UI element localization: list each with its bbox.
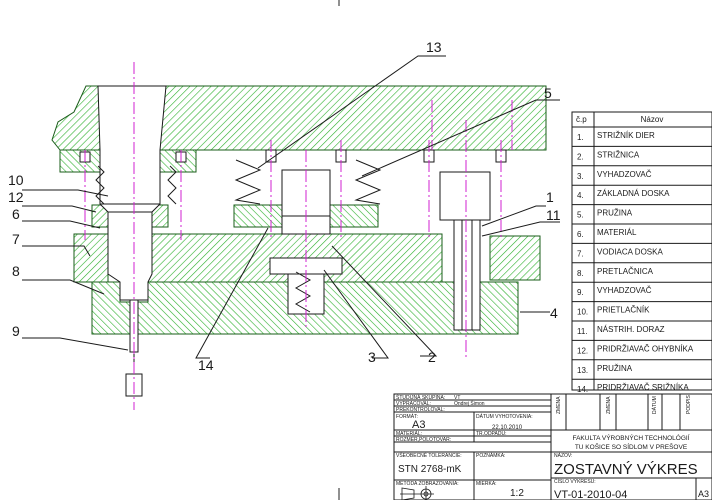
callout-10: 10 [8,172,24,188]
parts-table-row-name: VYHADZOVAČ [597,170,652,179]
faculty-line-1: FAKULTA VÝROBNÝCH TECHNOLÓGIÍ [572,433,689,442]
sheet-format: A3 [698,489,709,499]
svg-text:Ondrej Šimon: Ondrej Šimon [454,400,485,407]
parts-table-row-no: 2. [577,152,584,161]
svg-text:VŠEOBECNÉ TOLERANCIE:: VŠEOBECNÉ TOLERANCIE: [396,452,462,459]
date-value: 22.10.2010 [492,425,523,431]
callout-12: 12 [8,189,24,205]
parts-table-row-no: 12. [577,346,588,355]
parts-table-row-name: VYHADZOVAČ [597,286,652,295]
parts-table-header-name: Názov [641,115,664,124]
callout-9: 9 [12,323,20,339]
svg-text:ROZMER,POLOTOVAR:: ROZMER,POLOTOVAR: [396,437,451,443]
drawing-number: VT-01-2010-04 [554,489,627,500]
parts-table-row-name: STRIŽNICA [597,150,640,159]
svg-text:DÁTUM: DÁTUM [651,396,658,414]
tolerance-value: STN 2768-mK [398,464,462,475]
svg-text:FORMÁT:: FORMÁT: [396,413,418,420]
parts-table-row-no: 10. [577,308,588,317]
callout-7: 7 [12,231,20,247]
parts-table-row-no: 7. [577,249,584,258]
callout-4: 4 [550,305,558,321]
callout-13: 13 [426,39,442,55]
parts-table-row-name: VODIACA DOSKA [597,247,663,256]
parts-table-row-no: 4. [577,191,584,200]
callout-14: 14 [198,357,214,373]
callout-3: 3 [368,349,376,365]
parts-table-header-no: č.p [576,115,587,124]
callout-5: 5 [544,85,552,101]
callout-11: 11 [546,207,561,223]
callout-labels: 10 12 6 7 8 9 13 5 1 11 4 14 3 2 [8,39,561,373]
svg-text:VT: VT [454,395,460,401]
parts-table-row-no: 14. [577,385,588,394]
title-block: ŠTUDIJNÁ SKUPINA: VT VYPRACOVAL: Ondrej … [393,393,712,500]
parts-table: č.p Názov 1. STRIŽNÍK DIER 2. STRIŽNICA 3. VY… [571,111,712,394]
parts-table-row-name: PRIDRŽIAVAČ SRIŽNÍKA [597,383,689,392]
faculty-line-2: TU KOŠICE SO SÍDLOM V PREŠOVE [575,442,688,451]
parts-table-row-no: 5. [577,211,584,220]
svg-text:ZMENA: ZMENA [556,396,562,414]
drawing-title: ZOSTAVNÝ VÝKRES [554,461,698,478]
parts-table-row-no: 3. [577,172,584,181]
callout-6: 6 [12,206,20,222]
scale-value: 1:2 [510,488,524,499]
callout-2: 2 [428,349,436,365]
svg-text:PODPIS: PODPIS [686,394,692,414]
parts-table-row-no: 9. [577,288,584,297]
parts-table-row-no: 13. [577,366,588,375]
parts-table-row-no: 1. [577,133,584,142]
svg-text:NÁZOV:: NÁZOV: [554,452,572,459]
punch-shank-10 [97,85,167,301]
parts-table-row-no: 6. [577,230,584,239]
svg-text:TR.ODPADU:: TR.ODPADU: [476,431,506,437]
parts-table-row-name: STRIŽNÍK DIER [597,131,655,140]
callout-8: 8 [12,263,20,279]
svg-text:POZNÁMKA:: POZNÁMKA: [476,452,505,459]
format-value: A3 [412,419,425,431]
parts-table-row-name: NÁSTRIH. DORAZ [597,325,665,334]
svg-text:MATERIÁL:: MATERIÁL: [396,430,422,437]
parts-table-row-name: PRETLAČNICA [597,267,654,276]
parts-table-row-name: PRUŽINA [597,364,633,373]
svg-text:ČÍSLO VÝKRESU:: ČÍSLO VÝKRESU: [554,478,596,485]
svg-text:METÓDA ZOBRAZOVANIA:: METÓDA ZOBRAZOVANIA: [396,480,459,487]
leader-lines [22,55,560,359]
svg-text:MIERKA:: MIERKA: [476,481,497,487]
svg-text:PREKONTROLOVAL:: PREKONTROLOVAL: [396,407,445,413]
parts-table-row-name: PRUŽINA [597,209,633,218]
parts-table-row-name: PRIETLAČNÍK [597,306,650,315]
svg-text:VYPRACOVAL:: VYPRACOVAL: [396,401,431,407]
parts-table-row-name: MATERIÁL [597,228,637,237]
svg-text:ZMENA: ZMENA [606,396,612,414]
callout-1: 1 [546,189,554,205]
parts-table-row-no: 8. [577,269,584,278]
parts-table-row-no: 11. [577,327,588,336]
svg-text:DÁTUM VYHOTOVENIA:: DÁTUM VYHOTOVENIA: [476,413,533,420]
springs [95,159,382,313]
punch-holes-1 [439,171,491,221]
projection-method-symbol [400,486,434,500]
parts-table-row-name: ZÁKLADNÁ DOSKA [597,189,670,198]
parts-table-row-name: PRIDRŽIAVAČ OHYBNÍKA [597,344,694,353]
svg-text:ŠTUDIJNÁ SKUPINA:: ŠTUDIJNÁ SKUPINA: [396,394,445,401]
assembly-section [51,62,547,410]
